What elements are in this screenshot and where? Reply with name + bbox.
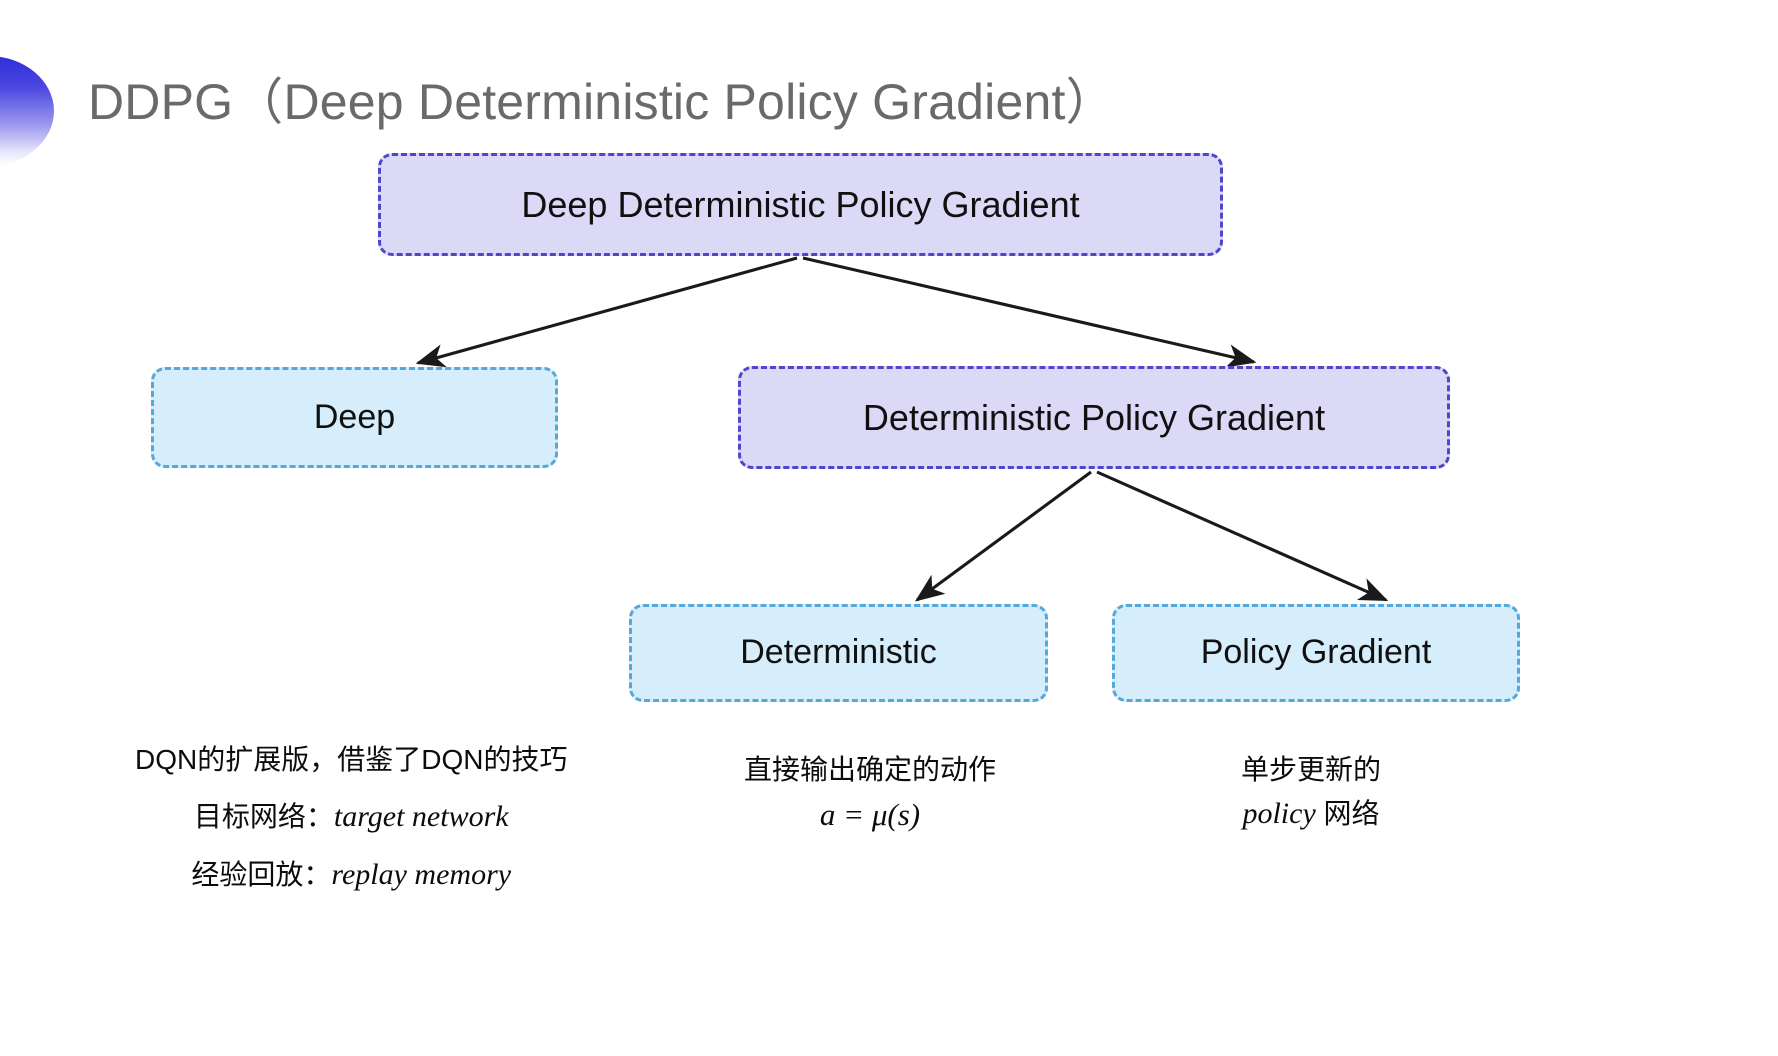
edge-dpg-to-policy-gradient (1096, 470, 1389, 602)
annotation-deep-line2-term: target network (333, 799, 509, 833)
node-deterministic[interactable]: Deterministic (629, 604, 1048, 702)
edge-root-to-dpg (802, 256, 1257, 368)
node-policy-gradient[interactable]: Policy Gradient (1112, 604, 1520, 702)
node-label: Deterministic (740, 633, 937, 672)
edge-root-to-deep (415, 256, 798, 368)
node-deep[interactable]: Deep (151, 367, 558, 468)
annotation-policy-gradient-line2: policy 网络 (1241, 791, 1381, 838)
annotation-policy-gradient: 单步更新的 policy 网络 (1241, 748, 1381, 838)
node-label: Deterministic Policy Gradient (862, 396, 1326, 438)
annotation-policy-gradient-suffix: 网络 (1315, 798, 1380, 830)
page-title: DDPG（Deep Deterministic Policy Gradient） (88, 74, 1116, 130)
node-deep-deterministic-policy-gradient[interactable]: Deep Deterministic Policy Gradient (378, 153, 1223, 256)
annotation-deterministic: 直接输出确定的动作 a = μ(s) (744, 748, 996, 839)
annotation-deep-line2-label: 目标网络： (193, 800, 334, 832)
annotation-policy-gradient-line1: 单步更新的 (1241, 754, 1382, 785)
annotation-policy-gradient-term: policy (1242, 797, 1316, 831)
annotation-deterministic-line1: 直接输出确定的动作 (744, 754, 997, 785)
annotation-deep-line1: DQN的扩展版，借鉴了DQN的技巧 (135, 744, 568, 775)
edge-dpg-to-deterministic (915, 470, 1092, 602)
annotation-deep-line3-label: 经验回放： (191, 859, 332, 891)
node-label: Policy Gradient (1200, 633, 1432, 672)
annotation-deep-line3-term: replay memory (331, 858, 512, 892)
annotation-deterministic-formula: a = μ(s) (819, 797, 921, 833)
annotation-deep: DQN的扩展版，借鉴了DQN的技巧 目标网络：target network 经验… (135, 733, 567, 905)
annotation-deep-line2: 目标网络：target network (135, 788, 567, 847)
node-deterministic-policy-gradient[interactable]: Deterministic Policy Gradient (738, 366, 1450, 469)
node-label: Deep (313, 397, 396, 436)
node-label: Deep Deterministic Policy Gradient (521, 183, 1080, 225)
annotation-deep-line3: 经验回放：replay memory (135, 846, 567, 905)
title-bullet-icon (0, 56, 54, 166)
